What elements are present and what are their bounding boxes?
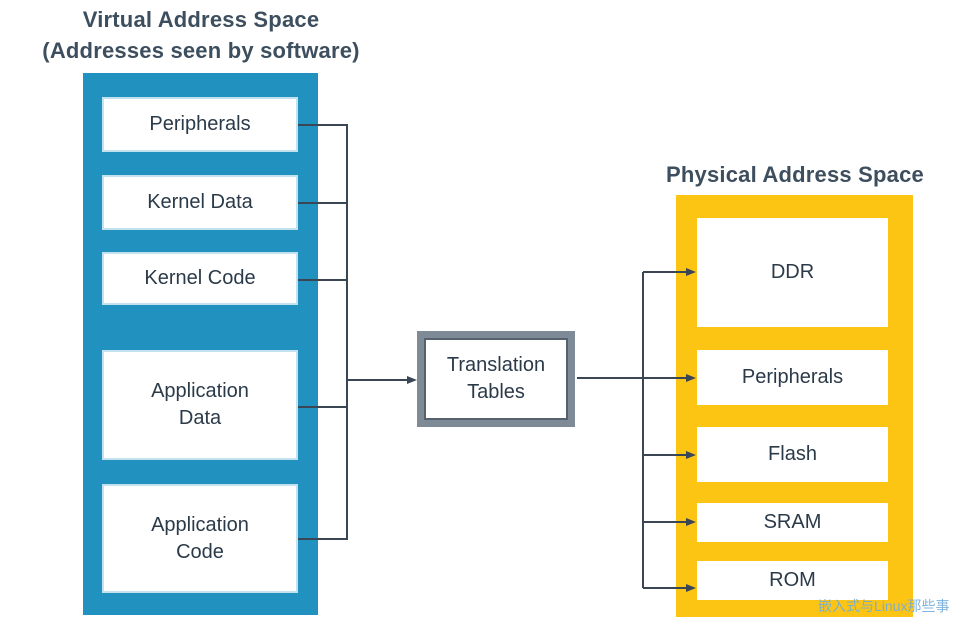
physical-block-sram: SRAM [697, 503, 888, 542]
physical-block-ddr: DDR [697, 218, 888, 327]
virtual-address-space-title: Virtual Address Space (Addresses seen by… [0, 4, 402, 66]
translation-tables-box: Translation Tables [417, 331, 575, 427]
virtual-block-kernel-code: Kernel Code [102, 252, 298, 305]
virtual-block-application-data: Application Data [102, 350, 298, 460]
watermark-text: 嵌入式与Linux那些事 [818, 598, 950, 614]
physical-block-rom: ROM [697, 561, 888, 600]
virtual-title-line2: (Addresses seen by software) [42, 38, 360, 63]
virtual-block-application-code: Application Code [102, 484, 298, 593]
physical-block-flash: Flash [697, 427, 888, 482]
physical-block-peripherals: Peripherals [697, 350, 888, 405]
virtual-block-kernel-data: Kernel Data [102, 175, 298, 230]
translation-tables-label: Translation Tables [424, 338, 568, 420]
virtual-title-line1: Virtual Address Space [82, 7, 320, 32]
virtual-block-peripherals: Peripherals [102, 97, 298, 152]
physical-address-space-title: Physical Address Space [666, 162, 924, 187]
